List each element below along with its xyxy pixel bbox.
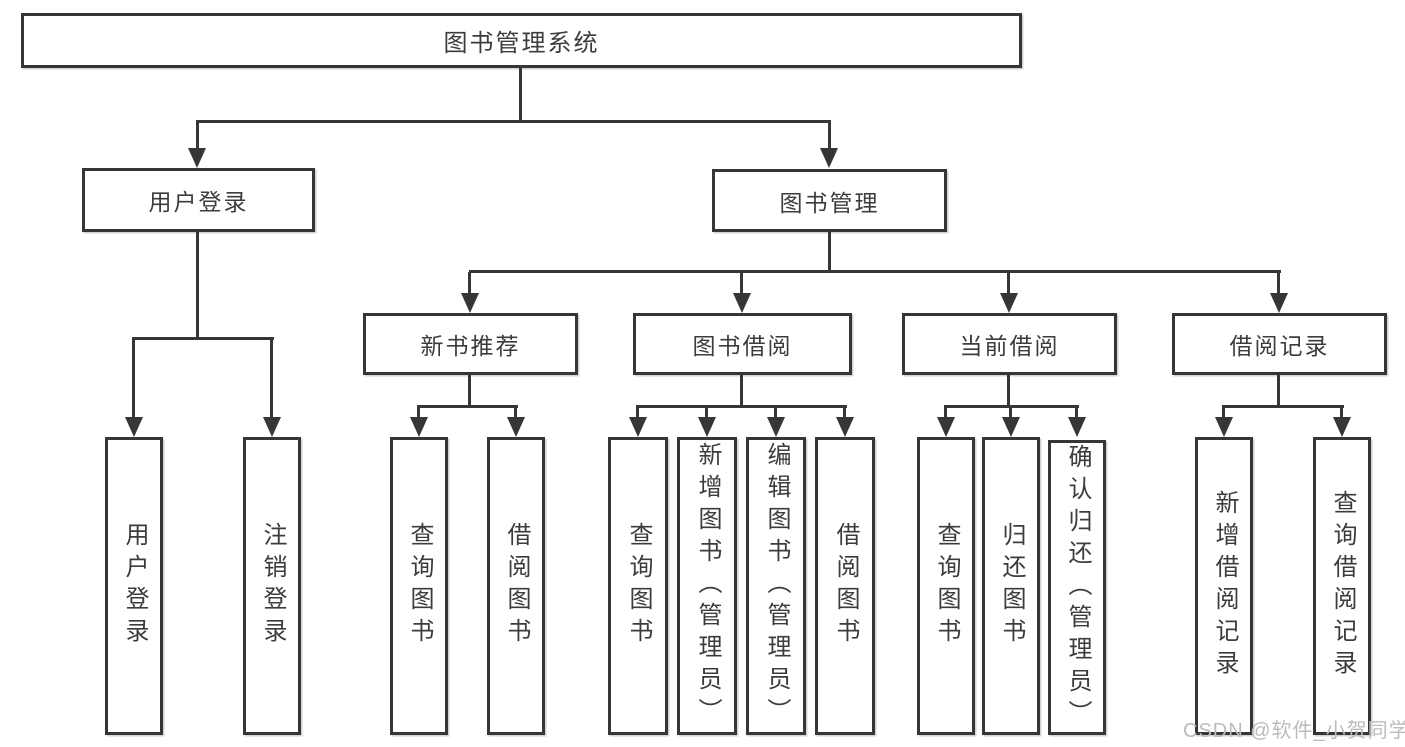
connector-user-login-rail [133,337,274,340]
connector-arrow-shaft [1222,405,1225,419]
arrowhead-down-icon [1068,417,1086,437]
connector-arrow-shaft [1007,272,1010,294]
arrowhead-down-icon [820,148,838,168]
csdn-watermark: CSDN @软件_小贺同学 [1183,720,1405,742]
node-borrow-records: 借阅记录 [1172,313,1387,375]
arrowhead-down-icon [188,148,206,168]
arrowhead-down-icon [629,417,647,437]
arrowhead-down-icon [410,417,428,437]
arrowhead-down-icon [507,417,525,437]
arrowhead-down-icon [125,417,143,437]
leaf-query-books-borrow: 查询图书 [608,437,668,735]
leaf-borrow-books: 借阅图书 [815,437,875,735]
arrowhead-down-icon [1002,417,1020,437]
arrowhead-down-icon [836,417,854,437]
arrowhead-down-icon [461,293,479,313]
node-book-management: 图书管理 [712,169,947,232]
arrowhead-down-icon [1333,417,1351,437]
connector-root-stem [519,68,522,120]
connector-arrow-shaft [1009,405,1012,419]
connector-arrow-shaft [196,120,199,150]
leaf-borrow-books-recommend: 借阅图书 [487,437,545,735]
leaf-confirm-return-admin: 确认归还（管理员） [1048,440,1106,735]
arrowhead-down-icon [698,417,716,437]
arrowhead-down-icon [1000,293,1018,313]
connector-group-stem [740,375,743,407]
connector-arrow-shaft [468,272,471,294]
connector-group-stem [1007,375,1010,407]
arrowhead-down-icon [1270,293,1288,313]
connector-group-stem [1277,375,1280,407]
arrowhead-down-icon [937,417,955,437]
connector-arrow-shaft [828,120,831,150]
connector-group-rail [1222,405,1344,408]
leaf-query-books-recommend: 查询图书 [390,437,448,735]
connector-arrow-shaft [774,405,777,419]
connector-arrow-shaft [132,337,135,420]
leaf-add-books-admin: 新增图书（管理员） [677,437,737,735]
connector-level2-rail [469,270,1281,273]
connector-arrow-shaft [270,337,273,420]
leaf-edit-books-admin: 编辑图书（管理员） [746,437,806,735]
node-library-management-system: 图书管理系统 [21,13,1022,68]
leaf-user-login: 用户登录 [105,437,163,735]
connector-arrow-shaft [1340,405,1343,419]
connector-arrow-shaft [1277,272,1280,294]
connector-book-mgmt-stem [828,232,831,272]
connector-arrow-shaft [514,405,517,419]
arrowhead-down-icon [263,417,281,437]
connector-arrow-shaft [843,405,846,419]
leaf-logout: 注销登录 [243,437,301,735]
leaf-return-books: 归还图书 [982,437,1040,735]
connector-group-rail [417,405,518,408]
node-new-book-recommend: 新书推荐 [363,313,578,375]
arrowhead-down-icon [767,417,785,437]
leaf-query-books-current: 查询图书 [917,437,975,735]
connector-arrow-shaft [636,405,639,419]
connector-arrow-shaft [740,272,743,294]
connector-arrow-shaft [705,405,708,419]
connector-arrow-shaft [944,405,947,419]
node-book-borrow: 图书借阅 [633,313,852,375]
arrowhead-down-icon [733,293,751,313]
connector-group-stem [468,375,471,407]
connector-level1-rail [197,120,831,123]
connector-group-rail [636,405,847,408]
arrowhead-down-icon [1215,417,1233,437]
node-current-borrow: 当前借阅 [902,313,1117,375]
leaf-add-borrow-record: 新增借阅记录 [1195,437,1253,735]
connector-user-login-stem [196,232,199,337]
connector-arrow-shaft [417,405,420,419]
node-user-login: 用户登录 [82,168,315,232]
connector-arrow-shaft [1075,405,1078,419]
leaf-query-borrow-record: 查询借阅记录 [1313,437,1371,735]
